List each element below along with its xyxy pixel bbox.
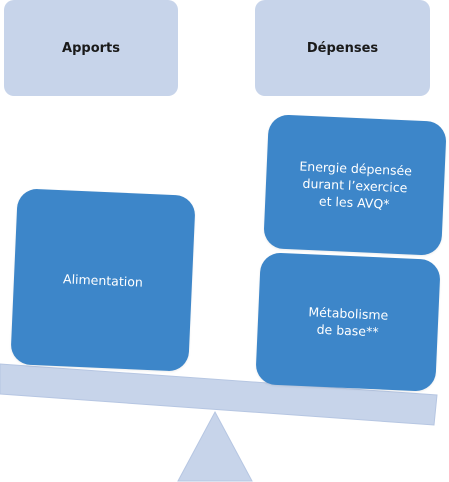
scale-fulcrum <box>177 410 253 482</box>
header-apports: Apports <box>4 0 178 96</box>
box-metabolisme-de-base: Métabolisme de base** <box>255 252 441 392</box>
box-alimentation: Alimentation <box>10 188 196 372</box>
box-energie-depensee: Energie dépensée durant l’exercice et le… <box>263 114 447 256</box>
header-depenses: Dépenses <box>255 0 430 96</box>
